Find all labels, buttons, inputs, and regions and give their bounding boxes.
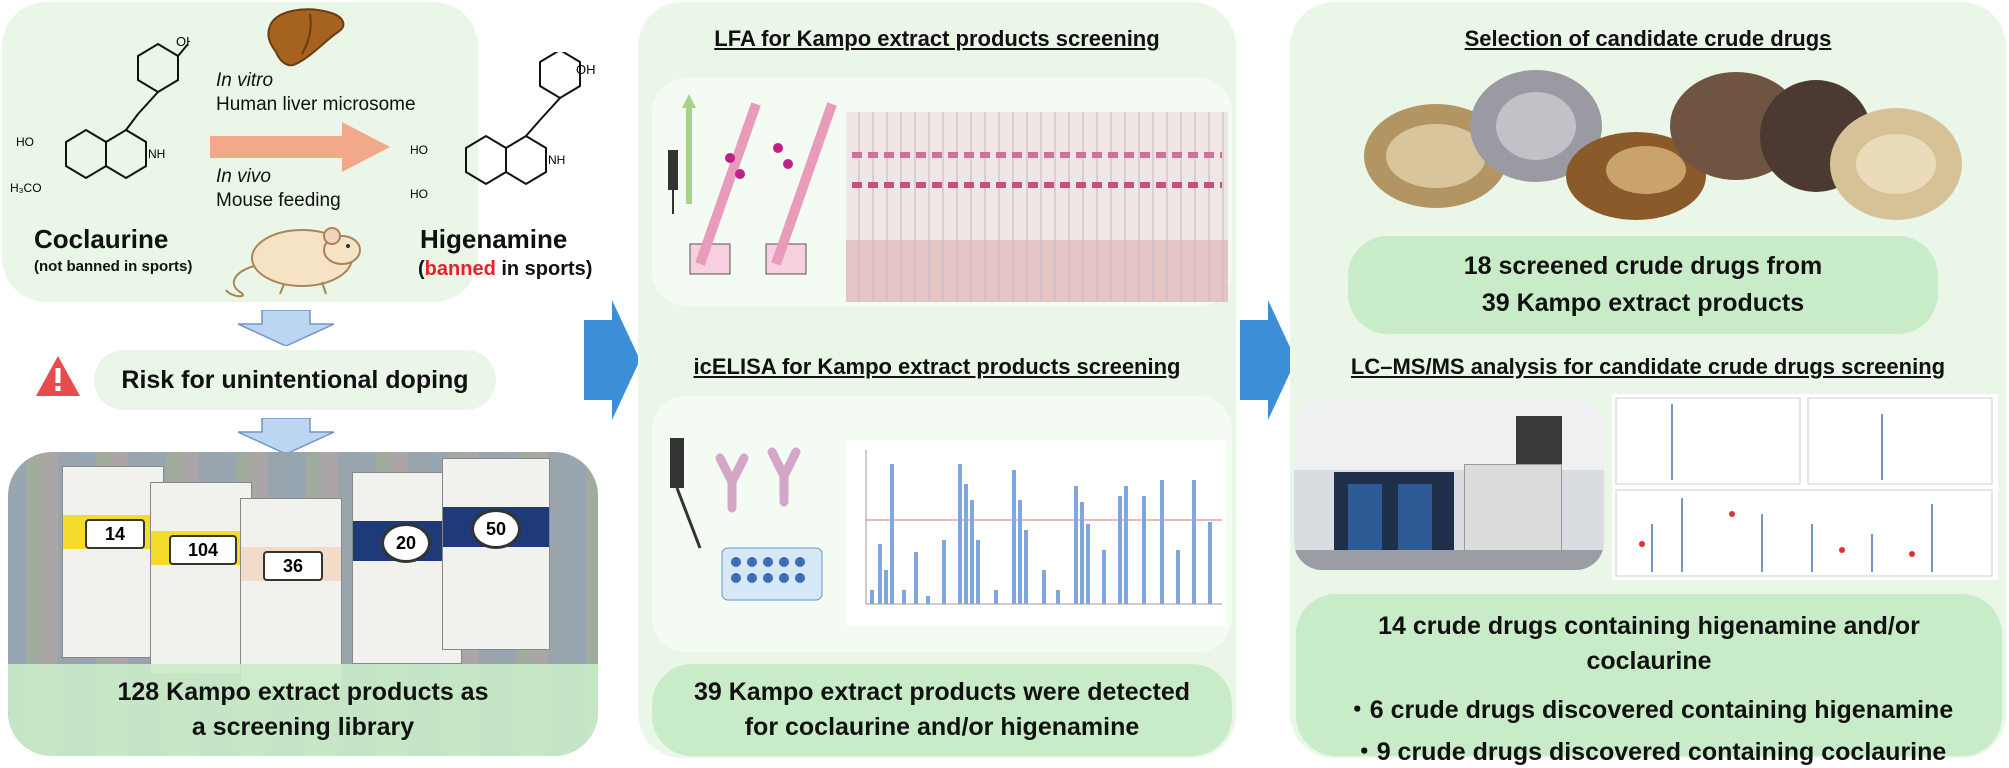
kampo-bag-5: 50 [442, 458, 550, 650]
banned-word: banned [424, 258, 496, 280]
elisa-bars [870, 464, 1212, 604]
higenamine-name: Higenamine [420, 224, 568, 254]
library-text-2: a screening library [191, 713, 415, 741]
selection-heading: Selection of candidate crude drugs [1464, 26, 1832, 51]
crude-drugs-photo [1364, 70, 1962, 220]
final-text-1: 14 crude drugs containing higenamine and… [1378, 612, 1920, 640]
kampo-bag-1: 14 [62, 466, 164, 658]
library-text-1: 128 Kampo extract products as [117, 678, 489, 706]
screened-pill: 18 screened crude drugs from 39 Kampo ex… [1348, 236, 1938, 334]
risk-pill: Risk for unintentional doping [94, 350, 496, 410]
chem-label-oh-2: OH [576, 62, 596, 77]
chem-label-h3co: H₃CO [10, 181, 42, 195]
bag-number-2: 104 [169, 535, 237, 565]
risk-text: Risk for unintentional doping [121, 365, 469, 394]
library-pill: 128 Kampo extract products as a screenin… [8, 664, 598, 756]
in-vivo-method: Mouse feeding [216, 190, 341, 211]
lcms-heading: LC–MS/MS analysis for candidate crude dr… [1350, 354, 1946, 379]
liver-icon [267, 8, 345, 67]
in-vitro-method: Human liver microsome [216, 94, 416, 115]
higenamine-note: (banned in sports) [418, 258, 592, 281]
elisa-heading: icELISA for Kampo extract products scree… [693, 354, 1181, 379]
coclaurine-structure: OH NH HO H₃CO [10, 34, 190, 195]
metabolism-arrow [210, 122, 390, 172]
bullet-higenamine: ・6 crude drugs discovered containing hig… [1344, 696, 1954, 724]
bag-number-3: 36 [263, 551, 323, 581]
kampo-bag-3: 36 [240, 498, 342, 690]
coclaurine-name: Coclaurine [34, 224, 169, 254]
flow-arrow-2 [1240, 300, 1296, 420]
lfa-heading: LFA for Kampo extract products screening [714, 26, 1160, 51]
lfa-diagram [668, 94, 837, 275]
warning-icon [36, 356, 80, 396]
chem-label-oh: OH [176, 34, 190, 49]
bag-number-5: 50 [471, 509, 521, 549]
down-arrow-2 [238, 418, 334, 454]
detected-pill: 39 Kampo extract products were detected … [652, 664, 1232, 756]
lcms-instrument-photo [1294, 400, 1604, 570]
in-vivo-label: In vivo [216, 166, 271, 187]
chem-label-nh-2: NH [548, 153, 565, 167]
screened-text-1: 18 screened crude drugs from [1463, 252, 1823, 280]
flow-arrow-1 [584, 300, 640, 420]
bag-number-4: 20 [381, 523, 431, 563]
in-vitro-label: In vitro [216, 70, 274, 91]
result-text-1: 39 Kampo extract products were detected [694, 678, 1190, 706]
chem-label-ho-2: HO [410, 143, 428, 157]
coclaurine-note: (not banned in sports) [34, 258, 193, 275]
result-text-2: for coclaurine and/or higenamine [744, 713, 1140, 741]
mouse-icon [225, 227, 361, 298]
bullet-coclaurine: ・9 crude drugs discovered containing coc… [1351, 738, 1947, 766]
screened-text-2: 39 Kampo extract products [1481, 289, 1805, 317]
down-arrow-1 [238, 310, 334, 346]
elisa-diagram [670, 438, 823, 601]
lfa-strips-photo [846, 112, 1228, 302]
chem-label-nh: NH [148, 147, 165, 161]
higenamine-structure: OH NH HO HO [410, 52, 596, 201]
mass-spectra [1612, 394, 1998, 580]
final-text-2: coclaurine [1586, 647, 1712, 675]
kampo-bag-2: 104 [150, 482, 252, 674]
final-result-pill: 14 crude drugs containing higenamine and… [1296, 594, 2002, 766]
elisa-chart [846, 440, 1226, 626]
higenamine-note-open: ( [418, 258, 425, 280]
higenamine-note-rest: in sports) [495, 258, 593, 280]
bag-number-1: 14 [85, 519, 145, 549]
chem-label-ho: HO [16, 135, 34, 149]
chem-label-ho-3: HO [410, 187, 428, 201]
